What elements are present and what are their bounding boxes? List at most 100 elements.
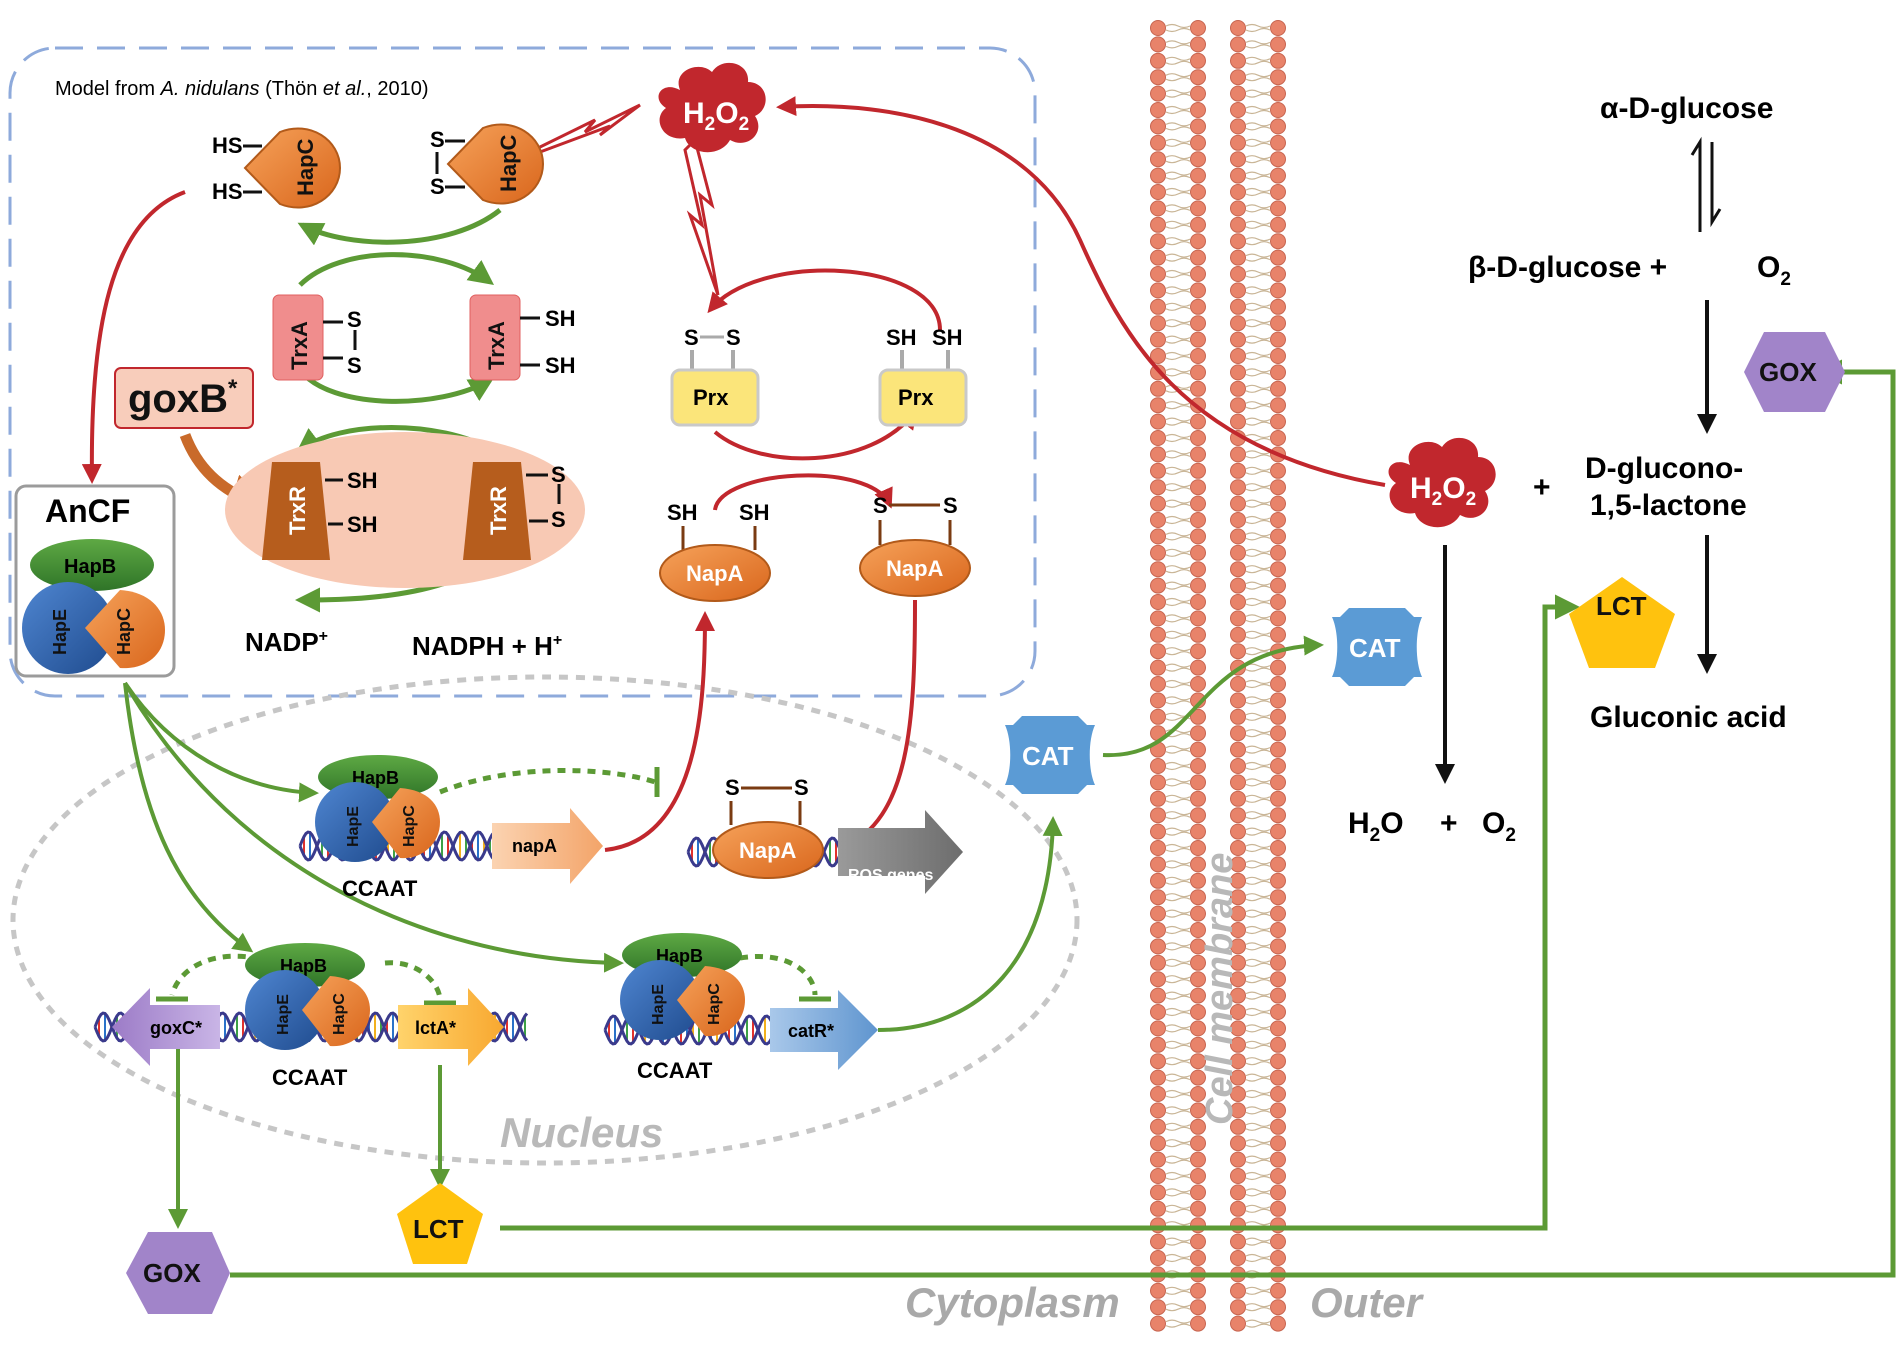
cat-outer: CAT [1332,608,1422,686]
arrow-catr-to-cat [877,816,1063,1032]
cell-membrane-label: Cell membrane [1199,853,1241,1125]
trxr-oxidized: TrxR S S [463,462,566,560]
svg-text:goxB*: goxB* [128,375,238,421]
inhibit-lcta [384,960,443,1001]
svg-text:SH: SH [347,512,378,537]
lct-outer: LCT [1569,577,1675,668]
nadp-label: NADP+ [245,627,328,657]
svg-text:TrxR: TrxR [285,486,310,535]
arrow-hapc-to-ancf [81,190,186,484]
h2o-product: H2O [1348,807,1404,846]
svg-text:catR*: catR* [788,1021,834,1041]
arrow-lct-to-outer [500,594,1580,1231]
svg-text:LCT: LCT [1596,591,1647,621]
svg-text:SH: SH [667,500,698,525]
svg-text:SH: SH [545,306,576,331]
nadph-label: NADPH + H+ [412,631,562,661]
arrow-napa-to-nucleus [838,599,917,852]
arrow-ancf-to-gox-promoter [123,682,254,953]
hapc-reduced: HS HS HapC [212,127,342,209]
trxa-reduced: TrxA SH SH [469,294,576,381]
prx-oxidized: S S Prx [670,325,760,427]
arrow-ancf-to-napa-promoter [123,681,319,803]
svg-text:S: S [943,493,958,518]
inhibit-napa [439,768,656,795]
arrow-prx-cycle-bottom [713,408,918,461]
svg-text:HapE: HapE [275,994,292,1035]
o2-product: O2 [1482,807,1516,846]
nucleus-label: Nucleus [500,1109,663,1156]
ccaat-complex-napa: HapB HapE HapC CCAAT [315,755,440,901]
arrow-ancf-to-cat-promoter [123,681,624,973]
arrow-cycle-trx-1 [298,368,495,404]
svg-text:S: S [794,775,809,800]
svg-text:S: S [430,127,445,152]
o2-top: O2 [1757,251,1791,290]
cytoplasm-label: Cytoplasm [905,1279,1120,1326]
prx-reduced: SH SH Prx [878,325,968,427]
svg-text:HapC: HapC [496,134,521,192]
svg-text:goxC*: goxC* [150,1018,202,1038]
model-box [8,46,1037,698]
svg-text:HapE: HapE [650,984,667,1025]
svg-text:NapA: NapA [886,556,944,581]
h2o2-cloud-top: H2O2 [658,62,766,153]
svg-text:S: S [430,174,445,199]
napa-oxidized: S S NapA [859,493,971,597]
trxr-reduced: TrxR SH SH [262,462,378,560]
gox-outer: GOX [1744,332,1845,412]
goxb-box: goxB* [114,367,254,429]
h2o2-cloud-outer: H2O2 [1388,437,1496,528]
gene-napa: napA [492,808,603,884]
svg-text:ROS genes: ROS genes [848,867,933,884]
ancf-complex: AnCF HapB HapE HapC [14,484,176,678]
beta-glucose: β-D-glucose + [1468,251,1667,284]
svg-text:HapC: HapC [331,993,348,1035]
svg-text:TrxA: TrxA [484,321,509,370]
svg-text:CCAAT: CCAAT [637,1058,713,1083]
gene-catr: catR* [770,990,878,1070]
gox-cytoplasm: GOX [126,1232,230,1314]
svg-text:SH: SH [739,500,770,525]
svg-text:HS: HS [212,133,243,158]
svg-text:S: S [347,353,362,378]
svg-text:NapA: NapA [739,838,797,863]
arrow-napa-gene-to-napa [604,611,715,852]
svg-text:S: S [347,307,362,332]
svg-text:LCT: LCT [413,1214,464,1244]
equilibrium-arrow-down [1710,142,1722,228]
svg-text:AnCF: AnCF [45,493,130,529]
svg-text:lctA*: lctA* [415,1018,456,1038]
svg-text:GOX: GOX [1759,357,1817,387]
arrow-cat-to-cat-outer [1102,635,1324,758]
svg-text:CAT: CAT [1022,741,1074,771]
svg-text:HapC: HapC [401,805,418,847]
gluconic-acid: Gluconic acid [1590,701,1787,734]
svg-text:SH: SH [886,325,917,350]
hapc-oxidized: S S HapC [430,123,545,205]
trxa-oxidized: TrxA S S [272,294,362,381]
lactone-line1: D-glucono- [1585,452,1743,485]
arrow-gox-to-outer [230,359,1896,1278]
lightning-h2o2-prx [683,137,720,296]
svg-text:S: S [551,507,566,532]
outer-label: Outer [1310,1279,1425,1326]
h2o-plus: + [1440,807,1458,840]
lactone-line2: 1,5-lactone [1590,489,1747,522]
ccaat-complex-gox-lct: HapB HapE HapC CCAAT [245,943,370,1090]
napa-on-dna: S S NapA [712,775,824,879]
svg-text:CCAAT: CCAAT [342,876,418,901]
svg-text:SH: SH [932,325,963,350]
svg-text:H2O2: H2O2 [683,97,749,135]
svg-text:S: S [551,462,566,487]
arrow-napa-to-prx [713,473,893,511]
gene-ros: ROS genes [838,810,963,894]
svg-text:NapA: NapA [686,561,744,586]
svg-text:Prx: Prx [898,385,934,410]
svg-text:TrxR: TrxR [486,486,511,535]
svg-text:H2O2: H2O2 [1410,472,1476,510]
alpha-glucose: α-D-glucose [1600,92,1773,125]
svg-text:GOX: GOX [143,1258,201,1288]
